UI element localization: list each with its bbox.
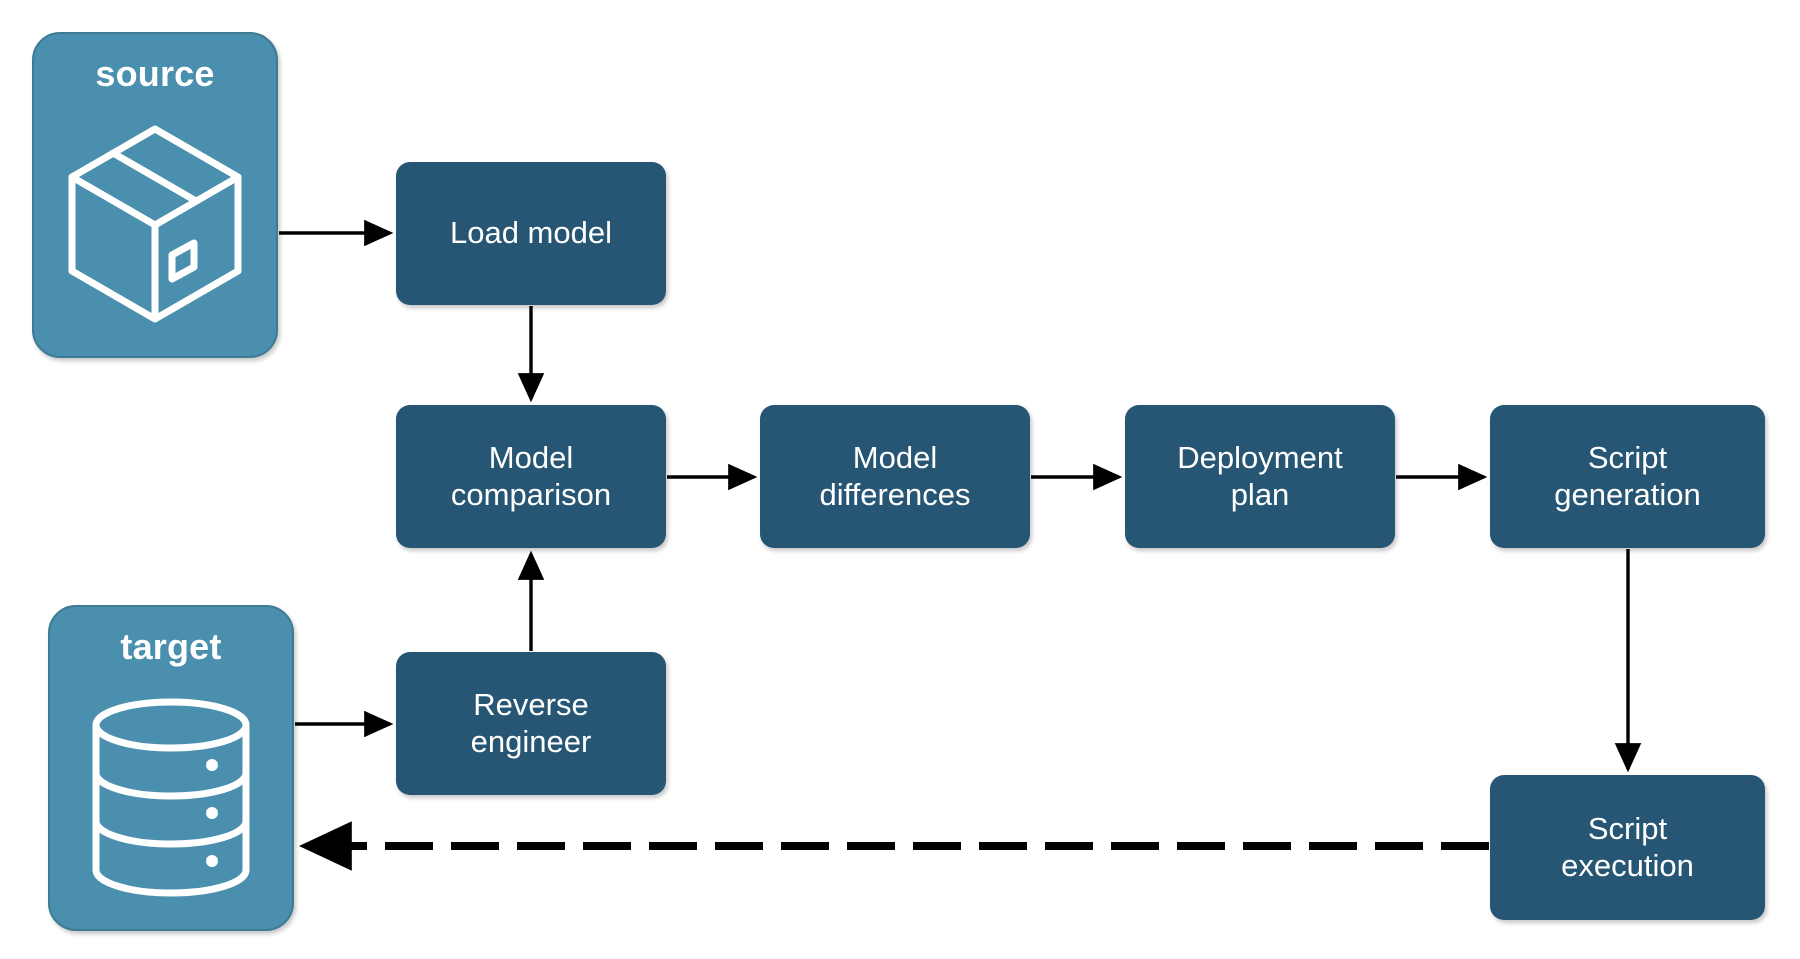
node-reverse-engineer[interactable]: Reverse engineer [396,652,666,795]
endpoint-card-source[interactable]: source [32,32,278,358]
node-label-model-comparison: Model comparison [450,439,612,512]
node-script-generation[interactable]: Script generation [1490,405,1765,548]
database-cylinder-icon [50,665,292,929]
node-model-differences[interactable]: Model differences [760,405,1030,548]
node-deployment-plan[interactable]: Deployment plan [1125,405,1395,548]
node-label-model-differences: Model differences [819,439,971,512]
node-label-deployment-plan: Deployment plan [1177,439,1343,512]
node-load-model[interactable]: Load model [396,162,666,305]
endpoint-label-target: target [120,626,222,667]
node-script-execution[interactable]: Script execution [1490,775,1765,920]
endpoint-card-target[interactable]: target [48,605,294,931]
endpoint-label-source: source [95,53,215,94]
node-label-reverse-engineer: Reverse engineer [470,686,592,759]
node-label-load-model: Load model [449,215,612,251]
package-box-icon [34,92,276,356]
node-model-comparison[interactable]: Model comparison [396,405,666,548]
node-label-script-generation: Script generation [1554,439,1701,512]
node-label-script-execution: Script execution [1561,810,1694,883]
